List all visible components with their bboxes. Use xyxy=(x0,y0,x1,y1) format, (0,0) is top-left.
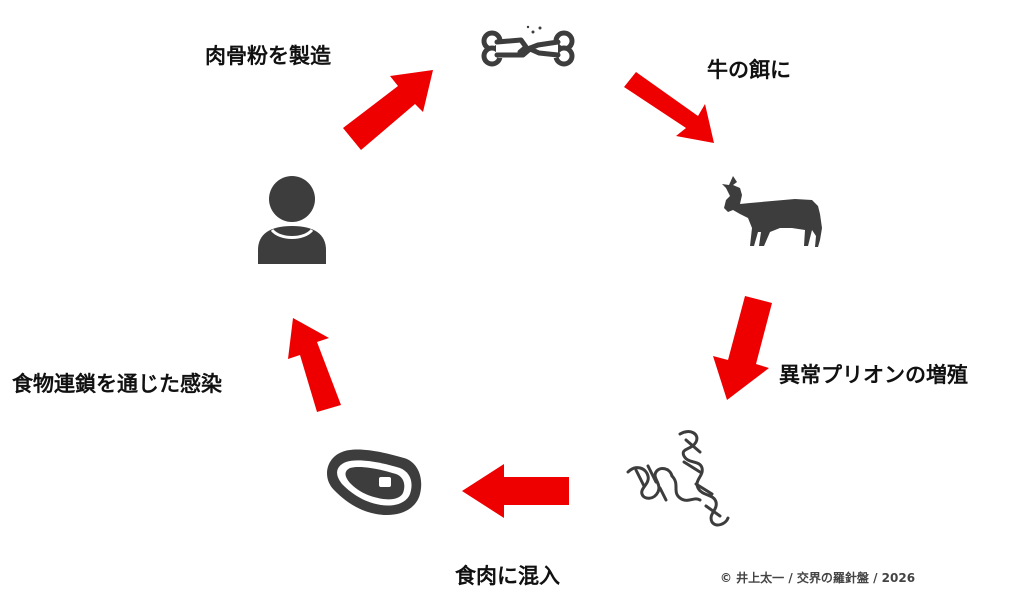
arrow-prion-to-meat xyxy=(462,464,569,518)
copyright-credit: © 井上太一 / 交界の羅針盤 / 2026 xyxy=(720,571,916,585)
cow-icon xyxy=(722,176,822,247)
prion-helix-icon xyxy=(626,430,730,527)
label-feed-to-cattle: 牛の餌に xyxy=(707,58,791,82)
arrow-human-to-bone xyxy=(343,70,433,150)
bone-icon xyxy=(481,25,575,67)
arrow-meat-to-human xyxy=(288,318,341,412)
person-icon xyxy=(258,176,326,264)
label-contaminates-meat: 食肉に混入 xyxy=(455,564,560,588)
label-food-chain-infection: 食物連鎖を通じた感染 xyxy=(12,372,222,396)
label-produce-meat-bone-meal: 肉骨粉を製造 xyxy=(205,44,331,68)
arrow-cow-to-prion xyxy=(713,296,772,400)
steak-icon xyxy=(327,449,422,516)
label-abnormal-prion-proliferation: 異常プリオンの増殖 xyxy=(779,363,968,387)
arrow-bone-to-cow xyxy=(624,72,714,143)
cycle-arrows xyxy=(288,70,772,518)
